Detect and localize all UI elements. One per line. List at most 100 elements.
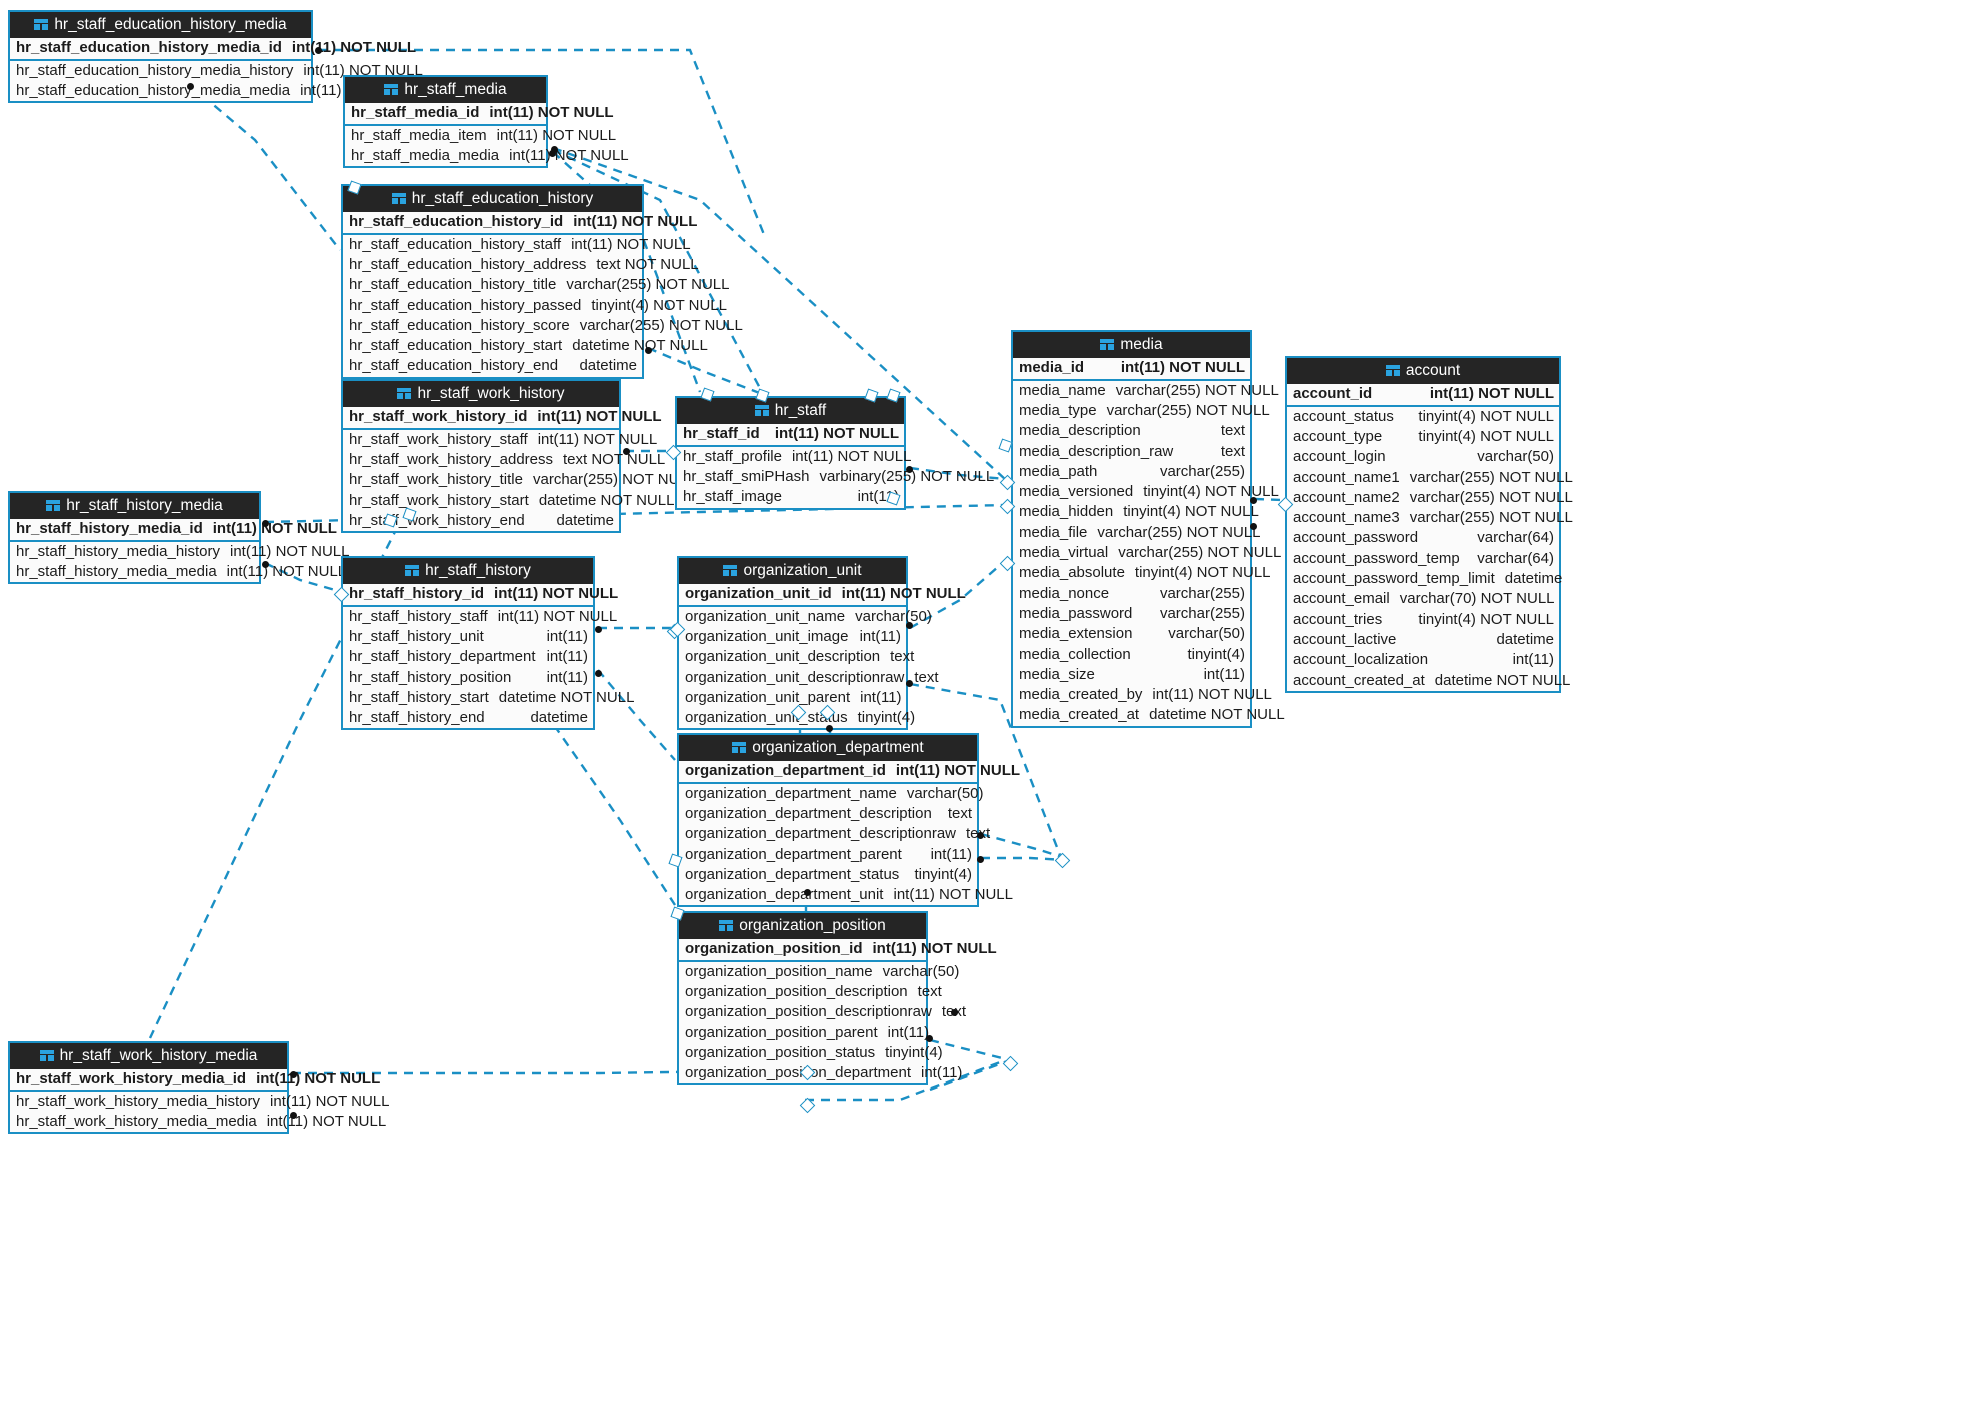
entity-header[interactable]: organization_unit (679, 558, 906, 585)
entity-header[interactable]: organization_department (679, 735, 977, 762)
field-name: media_hidden (1019, 503, 1114, 521)
relationship-endpoint-dot (595, 670, 602, 677)
field-name: organization_unit_id (685, 585, 832, 603)
field-name: hr_staff_education_history_staff (349, 235, 562, 253)
field-type: int(11) NOT NULL (489, 104, 614, 122)
field-type: varchar(255) (1159, 584, 1245, 602)
entity-title: hr_staff_work_history (417, 385, 565, 402)
entity-header[interactable]: hr_staff_education_history (343, 186, 642, 213)
field-type: int(11) NOT NULL (266, 1112, 387, 1130)
field-name: organization_position_name (685, 962, 873, 980)
field-name: organization_department_id (685, 762, 886, 780)
field-name: account_login (1293, 448, 1386, 466)
entity-header[interactable]: hr_staff_work_history_media (10, 1043, 287, 1070)
entity-header[interactable]: hr_staff_education_history_media (10, 12, 311, 39)
entity-table-hr_staff_work_history[interactable]: hr_staff_work_history hr_staff_work_histo… (341, 379, 696, 534)
field-name: account_id (1293, 385, 1373, 403)
field-name: media_path (1019, 462, 1098, 480)
field-type: varchar(50) (1168, 625, 1245, 643)
field-name: media_nonce (1019, 584, 1110, 602)
field-name: hr_staff_education_history_title (349, 276, 557, 294)
field-name: hr_staff_work_history_address (349, 450, 553, 468)
field-list: hr_staff_education_history_media_history… (10, 61, 423, 102)
entity-header[interactable]: hr_staff (677, 398, 904, 425)
entity-header[interactable]: media (1013, 332, 1250, 359)
field-row: hr_staff_education_history_media_history… (10, 61, 423, 81)
field-type: int(11) NOT NULL (303, 61, 423, 79)
entity-table-hr_staff_education_history_media[interactable]: hr_staff_education_history_media hr_staff… (8, 10, 423, 104)
field-row: hr_staff_work_history_address text NOT NU… (343, 450, 665, 470)
field-name: organization_position_parent (685, 1023, 878, 1041)
entity-title: media (1120, 336, 1163, 353)
entity-title: organization_unit (743, 562, 862, 579)
entity-title: organization_department (752, 739, 924, 756)
field-type: int(11) (859, 627, 901, 645)
field-name: organization_position_id (685, 940, 863, 958)
table-icon (754, 405, 769, 417)
field-name: account_status (1293, 407, 1394, 425)
field-type: int(11) NOT NULL (893, 886, 1013, 904)
relationship-line (981, 856, 1066, 862)
relationship-endpoint-diamond (1002, 1055, 1019, 1072)
entity-header[interactable]: hr_staff_work_history (343, 381, 619, 408)
entity-header[interactable]: hr_staff_history_media (10, 493, 259, 520)
table-icon (397, 388, 412, 400)
entity-table-organization_department[interactable]: organization_department organization_depa… (677, 733, 1020, 908)
table-icon (1100, 339, 1115, 351)
entity-table-hr_staff_work_history_media[interactable]: hr_staff_work_history_media hr_staff_work… (8, 1041, 390, 1135)
field-type: varchar(255) NOT NULL (1097, 523, 1261, 541)
field-type: int(11) NOT NULL (1120, 359, 1245, 377)
entity-header[interactable]: hr_staff_media (345, 77, 546, 104)
field-type: int(11) (1203, 665, 1245, 683)
field-type: varbinary(255) NOT NULL (819, 467, 995, 485)
field-name: hr_staff_work_history_media_media (16, 1112, 257, 1130)
field-name: account_password (1293, 529, 1419, 547)
entity-header[interactable]: organization_position (679, 913, 926, 940)
field-type: int(11) NOT NULL (270, 1092, 390, 1110)
field-name: organization_department_name (685, 784, 897, 802)
field-type: int(11) (887, 1023, 930, 1041)
field-type: int(11) NOT NULL (256, 1070, 381, 1088)
field-type: text NOT NULL (563, 450, 666, 468)
table-icon (405, 565, 420, 577)
entity-header[interactable]: account (1287, 358, 1559, 385)
field-name: media_collection (1019, 645, 1131, 663)
field-type: int(11) (857, 488, 899, 506)
entity-title: hr_staff_history (425, 562, 531, 579)
field-name: organization_unit_image (685, 627, 849, 645)
field-type: tinyint(4) NOT NULL (1134, 564, 1271, 582)
entity-header[interactable]: hr_staff_history (343, 558, 593, 585)
field-type: varchar(255) NOT NULL (1409, 509, 1573, 527)
